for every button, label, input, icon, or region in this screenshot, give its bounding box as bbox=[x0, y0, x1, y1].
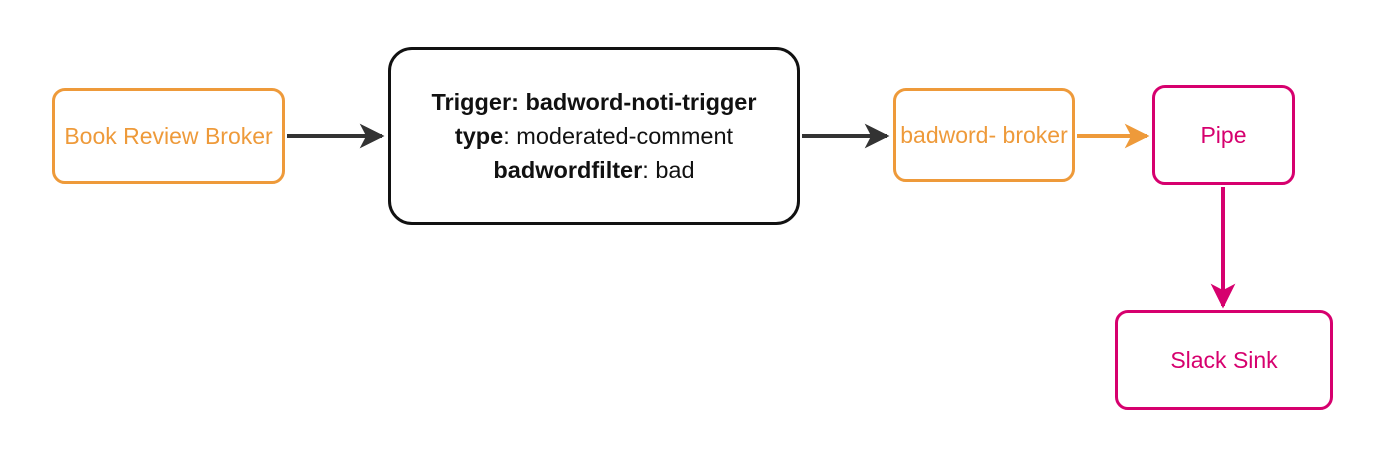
trigger-line-type: type: moderated-comment bbox=[454, 122, 734, 149]
node-trigger-label: Trigger: badword-noti-trigger type: mode… bbox=[431, 85, 756, 187]
trigger-line-name: Trigger: badword-noti-trigger bbox=[431, 88, 757, 115]
node-trigger[interactable]: Trigger: badword-noti-trigger type: mode… bbox=[388, 47, 800, 225]
node-slack-sink[interactable]: Slack Sink bbox=[1115, 310, 1333, 410]
node-book-review-broker-label: Book Review Broker bbox=[64, 122, 273, 149]
node-slack-sink-label: Slack Sink bbox=[1170, 346, 1278, 373]
node-badword-broker-label: badword- broker bbox=[900, 121, 1068, 148]
node-badword-broker[interactable]: badword- broker bbox=[893, 88, 1075, 182]
trigger-line-badwordfilter: badwordfilter: bad bbox=[493, 157, 695, 184]
node-book-review-broker[interactable]: Book Review Broker bbox=[52, 88, 285, 184]
node-pipe-label: Pipe bbox=[1200, 121, 1247, 148]
node-pipe[interactable]: Pipe bbox=[1152, 85, 1295, 185]
